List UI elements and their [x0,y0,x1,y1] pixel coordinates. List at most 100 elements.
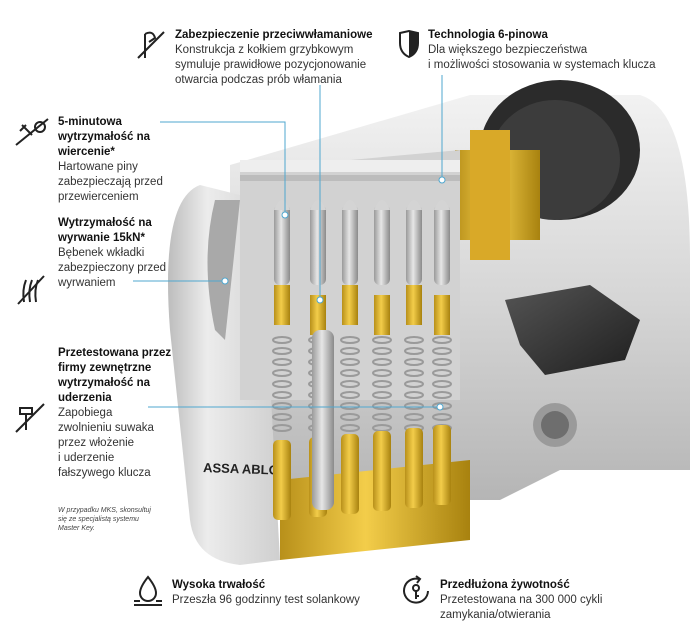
feature-drilling-title: 5-minutowa [58,116,122,128]
leader-lines [133,75,446,411]
pin-tip [374,200,390,210]
spring-coil [340,347,360,355]
pin-tip [406,200,422,210]
spring-coil [272,380,292,388]
spring-coil [272,413,292,421]
feature-pulling-title: wyrwanie 15kN* [58,232,145,244]
feature-six-pin-line: Dla większego bezpieczeństwa [428,44,588,56]
feature-lifetime: Przedłużona żywotność Przetestowana na 3… [440,578,690,623]
brass-pin [406,285,422,325]
feature-anti-break-title: Zabezpieczenie przeciwwłamaniowe [175,29,373,41]
feature-bumping-line: i uderzenie [58,452,115,464]
water-drop-icon [134,575,162,606]
key-pin [273,440,291,520]
spring-coil [272,358,292,366]
feature-durability: Wysoka trwałość Przeszła 96 godzinny tes… [172,578,392,608]
key-pin [433,425,451,505]
spring-coil [404,391,424,399]
spring-coil [432,347,452,355]
sidebar-slider [312,330,334,510]
feature-bumping-line: przez włożenie [58,437,135,449]
feature-pulling-line: zabezpieczony przed [58,262,167,274]
feature-bumping-title: uderzenia [58,392,112,404]
brass-pin [374,295,390,335]
spring-coil [340,336,360,344]
mks-footnote-line: W przypadku MKS, skonsultuj [58,507,151,514]
brass-pin [342,285,358,325]
feature-bumping-line: zwolnieniu suwaka [58,422,154,434]
spring-coil [340,413,360,421]
feature-drilling-title: wytrzymałość na [58,131,151,143]
spring-coil [272,402,292,410]
spring-coil [404,380,424,388]
feature-lifetime-line: zamykania/otwierania [440,609,551,621]
feature-drilling: 5-minutowa wytrzymałość na wiercenie* Ha… [58,115,168,205]
spring-coil [340,424,360,432]
pin-stack [272,200,452,520]
driver-pin [274,205,290,285]
feature-pulling: Wytrzymałość na wyrwanie 15kN* Bębenek w… [58,216,168,291]
spring-coil [404,369,424,377]
mks-footnote-line: się ze specjalistą systemu [58,516,139,523]
spring-coil [272,424,292,432]
feature-bumping-title: wytrzymałość na [58,377,151,389]
feature-pulling-line: Bębenek wkładki [58,247,145,259]
spring-coil [272,369,292,377]
spring-coil [272,336,292,344]
hammer-icon [15,403,45,433]
spring-coil [404,402,424,410]
spring-coil [404,358,424,366]
drill-icon [15,118,49,146]
driver-pin [434,205,450,285]
spring-coil [372,391,392,399]
feature-pulling-line: wyrwaniem [58,277,116,289]
spring-coil [372,402,392,410]
feature-drilling-line: zabezpieczają przed [58,176,163,188]
spring-coil [404,413,424,421]
anti-break-icon [137,31,165,59]
spring-coil [340,369,360,377]
spring-coil [340,402,360,410]
driver-pin [342,205,358,285]
spring-coil [432,336,452,344]
driver-pin [406,205,422,285]
spring-coil [340,391,360,399]
spring-coil [432,413,452,421]
driver-pin [374,205,390,285]
feature-anti-break-line: symuluje prawidłowe pozycjonowanie [175,59,367,71]
feature-anti-break-line: otwarcia podczas prób włamania [175,74,342,86]
spring-coil [372,380,392,388]
feature-drilling-line: przewierceniem [58,191,139,203]
spring-coil [372,336,392,344]
feature-anti-break: Zabezpieczenie przeciwwłamaniowe Konstru… [175,28,405,88]
feature-bumping-line: Zapobiega [58,407,113,419]
pull-icon [17,275,45,305]
spring-coil [372,347,392,355]
brand-logo: ASSA ABLOY [203,460,288,478]
brass-pin [434,295,450,335]
feature-lifetime-title: Przedłużona żywotność [440,579,570,591]
spring-coil [372,413,392,421]
spring-coil [432,369,452,377]
feature-bumping: Przetestowana przez firmy zewnętrzne wyt… [58,346,178,481]
feature-bumping-title: firmy zewnętrzne [58,362,152,374]
spring-coil [432,391,452,399]
feature-bumping-line: fałszywego klucza [58,467,151,479]
spring-coil [340,380,360,388]
spring-coil [272,347,292,355]
brass-pin [310,295,326,335]
feature-six-pin-line: i możliwości stosowania w systemach kluc… [428,59,656,71]
feature-six-pin-title: Technologia 6-pinowa [428,29,548,41]
pin-tip [434,200,450,210]
leader-drilling [160,121,286,215]
feature-anti-break-line: Konstrukcja z kołkiem grzybkowym [175,44,354,56]
feature-six-pin: Technologia 6-pinowa Dla większego bezpi… [428,28,694,73]
brass-pin [274,285,290,325]
shield-icon [399,30,419,58]
pin-tip [310,200,326,210]
feature-durability-line: Przeszła 96 godzinny test solankowy [172,594,360,606]
key-pin [373,431,391,511]
key-pin [405,428,423,508]
feature-durability-title: Wysoka trwałość [172,579,266,591]
